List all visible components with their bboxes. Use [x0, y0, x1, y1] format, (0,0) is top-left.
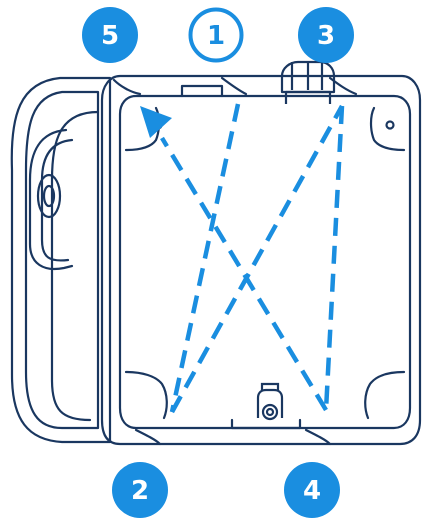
- step-number: 3: [317, 21, 335, 51]
- bottom-screw: [258, 384, 282, 419]
- step-badge-4: 4: [284, 462, 340, 518]
- step-badge-1: 1: [191, 10, 242, 61]
- step-badge-2: 2: [112, 462, 168, 518]
- step-number: 5: [101, 21, 119, 51]
- sequence-line-3-to-4: [326, 106, 342, 410]
- step-number: 1: [207, 21, 225, 51]
- screw-bottom-left: [126, 372, 167, 418]
- screw-bottom-right: [365, 372, 404, 418]
- step-number: 2: [131, 476, 149, 506]
- sequence-end-arrow: [140, 106, 172, 138]
- step-number: 4: [303, 476, 321, 506]
- tightening-sequence: [162, 104, 342, 412]
- sequence-line-2-to-3: [172, 106, 342, 412]
- step-badge-5: 5: [82, 7, 138, 63]
- screw-top-right: [371, 108, 404, 150]
- step-badge-3: 3: [298, 7, 354, 63]
- corner-screws: [126, 108, 404, 418]
- sequence-line-1-to-2: [172, 104, 238, 412]
- cable-gland: [282, 62, 334, 104]
